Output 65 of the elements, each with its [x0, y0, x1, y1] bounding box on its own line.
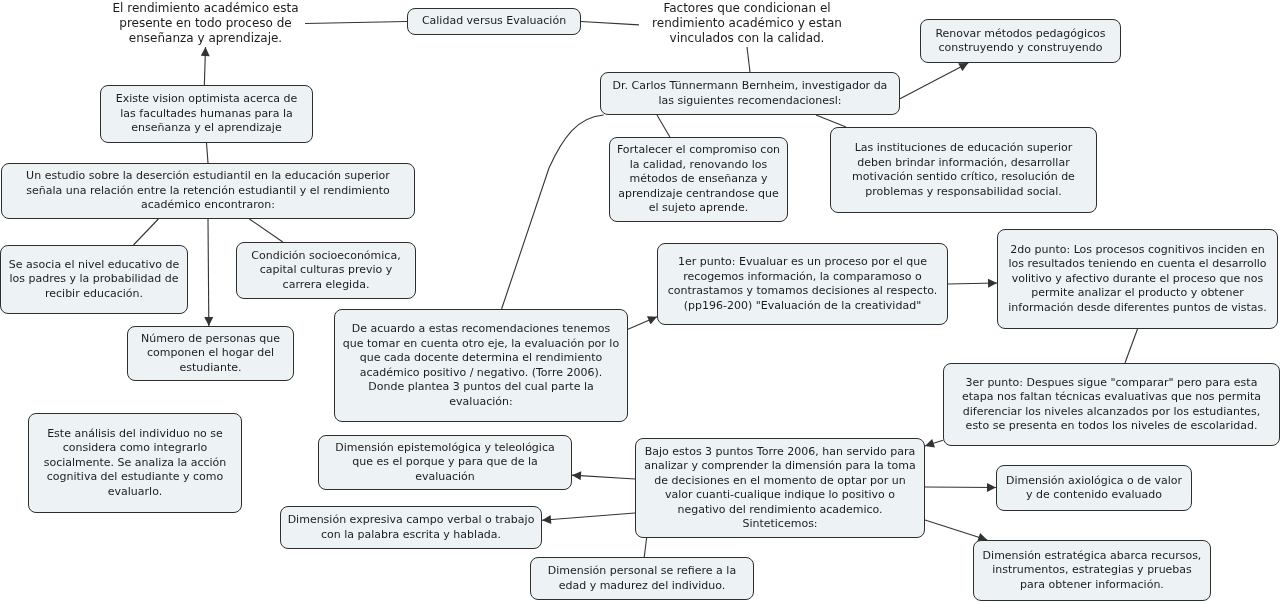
arrow [924, 438, 944, 448]
concept-box [100, 85, 313, 143]
concept-text: Dimensión personal se refiere a la edad y madurez del individuo. [546, 564, 738, 593]
concept-text: Bajo estos 3 puntos Torre 2006, han servido para analizar y comprender la dimensión para la toma de decisiones en el momento de optar por un valor cuanti-cualique indique lo positivo o negativo del rendimiento academico. Sinteticemos: [643, 444, 917, 532]
concept-text: Dr. Carlos Tünnermann Bernheim, investigador da las siguientes recomendacionesl: [611, 79, 889, 108]
concept-box [236, 242, 416, 299]
connector-line [501, 114, 605, 310]
connector-line [132, 218, 159, 246]
concept-box [996, 465, 1192, 511]
concept-box [997, 229, 1278, 329]
concept-text: Dimensión expresiva campo verbal o trabajo con la palabra escrita y hablada. [287, 513, 535, 542]
connector-line [248, 218, 284, 243]
arrow [899, 62, 969, 100]
concept-box [920, 19, 1121, 63]
concept-text: Número de personas que componen el hogar del estudiante. [140, 331, 281, 376]
concept-box [127, 326, 294, 381]
connector-line [643, 537, 648, 558]
concept-box [334, 309, 628, 422]
arrow [204, 218, 214, 327]
arrow [924, 519, 988, 542]
concept-text: Dimensión axiológica o de valor y de contenido evaluado [1004, 473, 1184, 503]
concept-text: Factores que condicionan el rendimiento académico y estan vinculados con la calidad. [639, 0, 855, 47]
arrow [627, 316, 658, 330]
connector-line [1124, 328, 1139, 364]
concept-box [0, 245, 188, 314]
concept-text: Se asocia el nivel educativo de los padres y la probabilidad de recibir educación. [7, 257, 181, 302]
connector-line [746, 46, 751, 73]
concept-box [1, 163, 415, 219]
concept-text: El rendimiento académico esta presente en todo proceso de enseñanza y aprendizaje. [106, 0, 305, 47]
connector-line [580, 20, 640, 26]
concept-box [318, 435, 572, 490]
concept-box [407, 8, 581, 35]
concept-text: Dimensión estratégica abarca recursos, instrumentos, estrategias y pruebas para obtener información. [981, 548, 1203, 593]
concept-box [280, 506, 542, 549]
concept-text: Renovar métodos pedagógicos construyendo y construyendo [934, 26, 1107, 56]
concept-text: 1er punto: Evualuar es un proceso por el que recogemos información, la comparamoso o contrastamos y tomamos decisiones al respecto.(pp196-200) "Evaluación de la creatividad" [666, 255, 939, 313]
connector-line [656, 114, 671, 138]
concept-text: 3er punto: Despues sigue "comparar" pero para esta etapa nos faltan técnicas evaluativas que nos permita diferenciar los niveles alcanzados por los estudiantes, esto se presenta en todos los niveles de escolaridad. [961, 375, 1262, 434]
concept-box [657, 243, 948, 325]
concept-text: Las instituciones de educación superior deben brindar información, desarrollar motivación sentido crítico, resolución de problemas y responsabilidad social. [851, 141, 1076, 199]
arrow [541, 512, 636, 524]
concept-box [635, 438, 925, 538]
concept-text: 2do punto: Los procesos cognitivos inciden en los resultados teniendo en cuenta el desarrollo volitivo y afectivo durante el proceso que nos permite analizar el producto y obtener información desde diferentes puntos de vistas. [1007, 242, 1268, 316]
arrow [947, 278, 998, 288]
concept-text: Un estudio sobre la deserción estudiantil en la educación superior señala una relación entre la retención estudiantil y el rendimiento académico encontraron: [25, 169, 391, 213]
concept-box [830, 127, 1097, 213]
concept-text: Este análisis del individuo no se considera como integrarlo socialmente. Se analiza la acción cognitiva del estudiante y como evaluarlo. [42, 426, 228, 500]
concept-box [943, 363, 1280, 446]
concept-box [609, 137, 788, 222]
connector-line [815, 114, 847, 128]
concept-box [28, 413, 242, 513]
concept-text: Dimensión epistemológica y teleológica que es el porque y para que de la evaluación [334, 440, 556, 485]
concept-text: Existe vision optimista acerca de las facultades humanas para la enseñanza y el aprendizaje [114, 92, 299, 136]
arrow [200, 46, 210, 86]
arrow [571, 471, 636, 481]
connector-line [205, 142, 209, 164]
concept-box [600, 72, 900, 115]
concept-text: Fortalecer el compromiso con la calidad, renovando los métodos de enseñanza y aprendizaje centrandose que el sujeto aprende. [616, 143, 781, 216]
concept-text: Calidad versus Evaluación [421, 14, 567, 29]
concept-text: De acuardo a estas recomendaciones tenemos que tomar en cuenta otro eje, la evaluación por lo que cada docente determina el rendimiento académico positivo / negativo. (Torre 2006). Donde plantea 3 puntos del cual parte la evaluación: [341, 322, 621, 409]
concept-box [973, 540, 1211, 601]
concept-box [530, 557, 754, 600]
concept-text: Condición socioeconómica, capital culturas previo y carrera elegida. [250, 248, 402, 293]
arrow [924, 482, 997, 492]
connector-line [304, 20, 408, 25]
